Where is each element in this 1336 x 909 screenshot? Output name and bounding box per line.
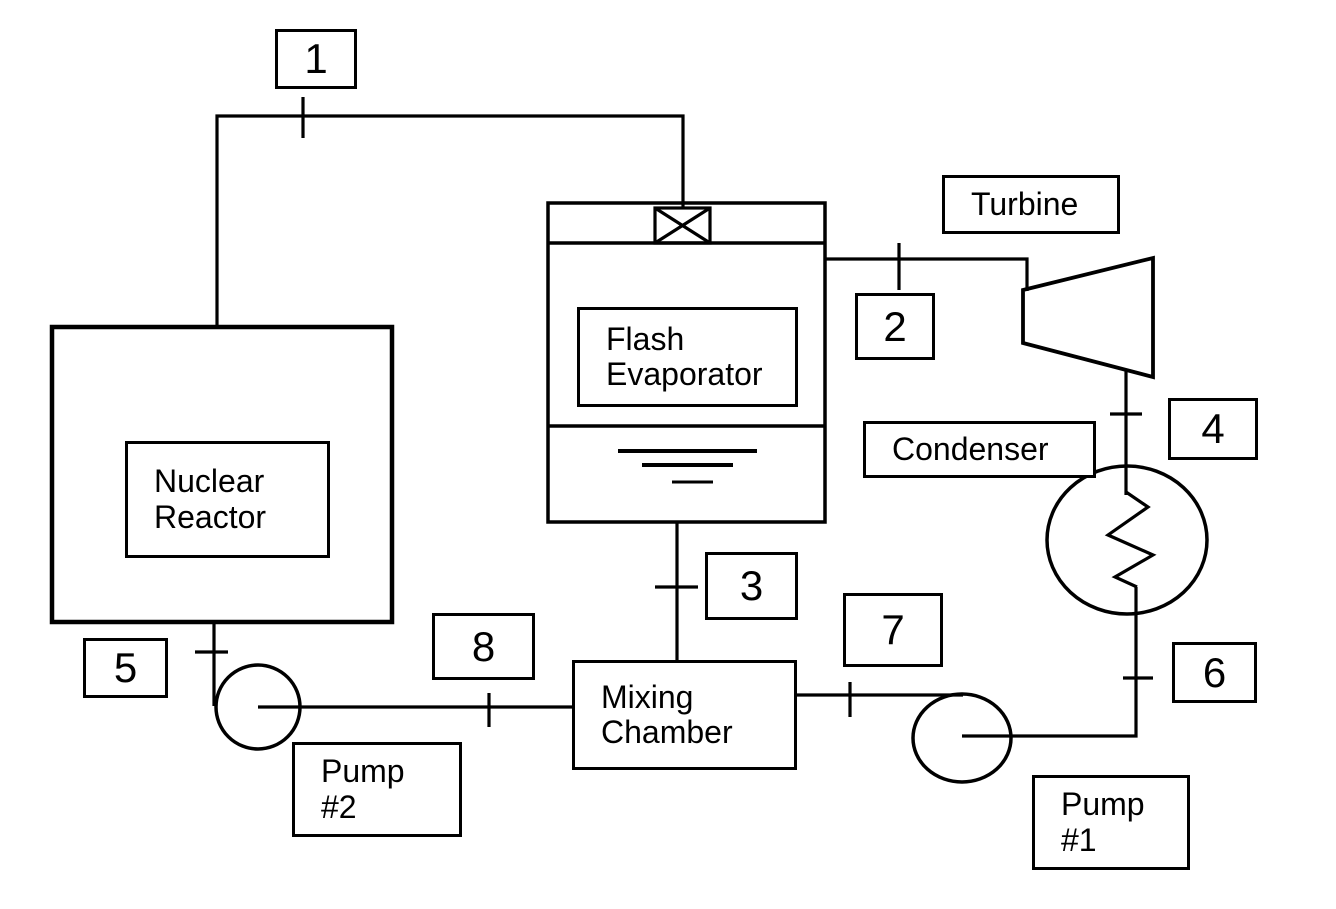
nuclear-reactor-label-box: Nuclear Reactor xyxy=(125,441,330,558)
pump-1-label-box: Pump #1 xyxy=(1032,775,1190,870)
state-point-4-label: 4 xyxy=(1201,405,1225,452)
state-point-8-box: 8 xyxy=(432,613,535,680)
state-point-4-box: 4 xyxy=(1168,398,1258,460)
liquid-level-icon xyxy=(618,449,757,484)
condenser-label: Condenser xyxy=(892,430,1049,467)
turbine-label-box: Turbine xyxy=(942,175,1120,234)
state-point-2-box: 2 xyxy=(855,293,935,360)
condenser-coil-icon xyxy=(1104,490,1157,589)
pump-1-icon xyxy=(911,692,1013,784)
pump-2-label: Pump #2 xyxy=(321,753,405,825)
state-point-8-label: 8 xyxy=(471,622,496,670)
state-point-7-box: 7 xyxy=(843,593,943,667)
mixing-chamber-label: Mixing Chamber xyxy=(601,678,733,750)
turbine-label: Turbine xyxy=(971,185,1079,222)
state-point-1-box: 1 xyxy=(275,29,357,89)
pipe-evaporator-to-turbine xyxy=(825,257,1029,291)
flash-evaporator-outline xyxy=(546,201,827,524)
pump-2-label-box: Pump #2 xyxy=(292,742,462,837)
nuclear-reactor-label: Nuclear Reactor xyxy=(154,463,267,535)
valve-cross-line-2 xyxy=(654,206,711,245)
flash-evaporator-label-box: Flash Evaporator xyxy=(577,307,798,407)
state-point-5-box: 5 xyxy=(83,638,168,698)
state-point-7-label: 7 xyxy=(881,606,905,653)
state-point-3-label: 3 xyxy=(739,562,764,609)
turbine-icon xyxy=(1021,255,1155,380)
pipe-reactor-to-evaporator xyxy=(215,114,685,327)
state-point-5-label: 5 xyxy=(113,644,138,691)
state-point-2-label: 2 xyxy=(883,302,907,350)
valve-box xyxy=(653,206,712,245)
valve-icon xyxy=(653,206,712,245)
state-point-6-box: 6 xyxy=(1172,642,1257,703)
state-point-6-label: 6 xyxy=(1202,648,1227,696)
pump-1-label: Pump #1 xyxy=(1061,786,1145,858)
condenser-label-box: Condenser xyxy=(863,421,1096,478)
state-point-1-label: 1 xyxy=(304,35,328,82)
mixing-chamber-box: Mixing Chamber xyxy=(572,660,797,770)
pipe-condenser-to-pump1 xyxy=(962,587,1138,738)
flash-evaporator-label: Flash Evaporator xyxy=(606,320,763,392)
state-point-3-box: 3 xyxy=(705,552,798,620)
nuclear-reactor-outline xyxy=(49,324,395,625)
